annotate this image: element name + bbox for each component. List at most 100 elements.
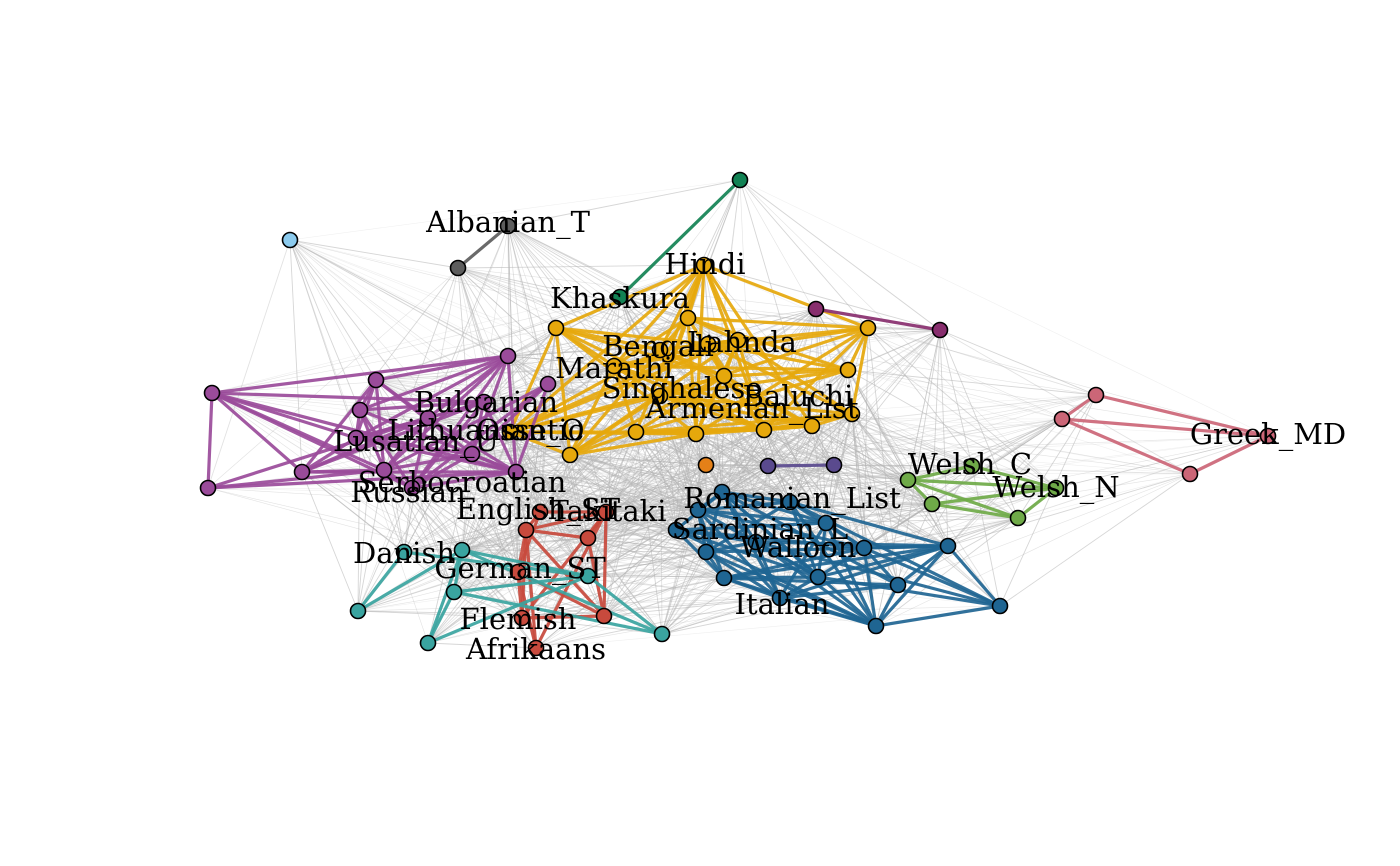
language-node[interactable] <box>395 543 413 561</box>
language-node[interactable] <box>531 503 549 521</box>
language-node[interactable] <box>1047 479 1065 497</box>
background-edge <box>403 511 541 553</box>
language-node[interactable] <box>755 421 773 439</box>
language-node[interactable] <box>699 335 717 353</box>
background-edge <box>509 431 835 466</box>
background-edge <box>535 584 899 649</box>
language-node[interactable] <box>475 393 493 411</box>
language-node[interactable] <box>605 357 623 375</box>
language-node[interactable] <box>1259 427 1277 445</box>
language-node[interactable] <box>809 568 827 586</box>
language-node[interactable] <box>715 367 733 385</box>
language-node[interactable] <box>517 521 535 539</box>
node-label: Italian <box>735 587 830 621</box>
background-edge <box>939 329 1191 475</box>
language-node[interactable] <box>281 231 299 249</box>
language-node[interactable] <box>939 537 957 555</box>
language-node[interactable] <box>501 423 519 441</box>
language-node[interactable] <box>695 256 713 274</box>
language-node[interactable] <box>843 405 861 423</box>
language-node[interactable] <box>759 457 777 475</box>
language-node[interactable] <box>539 375 557 393</box>
language-node[interactable] <box>963 457 981 475</box>
language-node[interactable] <box>715 569 733 587</box>
language-node[interactable] <box>199 479 217 497</box>
language-node[interactable] <box>513 609 531 627</box>
language-node[interactable] <box>923 495 941 513</box>
background-edge <box>403 551 523 619</box>
language-node[interactable] <box>375 461 393 479</box>
language-node[interactable] <box>419 409 437 427</box>
background-edge <box>211 392 663 635</box>
language-node[interactable] <box>449 259 467 277</box>
cluster-edge <box>524 510 608 532</box>
language-node[interactable] <box>825 456 843 474</box>
language-node[interactable] <box>445 583 463 601</box>
language-node[interactable] <box>839 361 857 379</box>
background-edge <box>847 369 1269 437</box>
language-node[interactable] <box>597 503 615 521</box>
language-node[interactable] <box>367 371 385 389</box>
language-node[interactable] <box>899 471 917 489</box>
cluster-edge <box>452 590 664 636</box>
cluster-edge <box>554 326 710 346</box>
language-node[interactable] <box>499 217 517 235</box>
language-node[interactable] <box>807 300 825 318</box>
language-node[interactable] <box>547 319 565 337</box>
language-node[interactable] <box>817 514 835 532</box>
language-node[interactable] <box>855 539 873 557</box>
language-node[interactable] <box>561 446 579 464</box>
language-node[interactable] <box>499 347 517 365</box>
language-node[interactable] <box>771 589 789 607</box>
language-node[interactable] <box>689 501 707 519</box>
language-node[interactable] <box>931 321 949 339</box>
language-node[interactable] <box>729 331 747 349</box>
language-node[interactable] <box>667 521 685 539</box>
language-node[interactable] <box>679 309 697 327</box>
cluster-edge <box>374 378 386 472</box>
language-node[interactable] <box>1053 410 1071 428</box>
background-edge <box>289 239 303 473</box>
language-node[interactable] <box>403 479 421 497</box>
language-node[interactable] <box>351 401 369 419</box>
language-node[interactable] <box>463 445 481 463</box>
language-node[interactable] <box>651 341 669 359</box>
language-node[interactable] <box>697 456 715 474</box>
language-node[interactable] <box>349 602 367 620</box>
language-node[interactable] <box>579 529 597 547</box>
language-node[interactable] <box>453 541 471 559</box>
language-node[interactable] <box>859 319 877 337</box>
language-node[interactable] <box>627 423 645 441</box>
language-node[interactable] <box>747 533 765 551</box>
background-edge <box>867 327 941 331</box>
language-node[interactable] <box>419 634 437 652</box>
language-node[interactable] <box>611 288 629 306</box>
language-node[interactable] <box>203 384 221 402</box>
language-node[interactable] <box>889 576 907 594</box>
language-node[interactable] <box>527 639 545 657</box>
language-node[interactable] <box>803 417 821 435</box>
language-node[interactable] <box>509 563 527 581</box>
language-node[interactable] <box>781 493 799 511</box>
language-node[interactable] <box>1087 386 1105 404</box>
language-node[interactable] <box>731 171 749 189</box>
language-node[interactable] <box>347 429 365 447</box>
language-node[interactable] <box>1181 465 1199 483</box>
cluster-edge <box>426 590 456 645</box>
cluster-edge <box>206 391 214 490</box>
language-node[interactable] <box>867 617 885 635</box>
language-node[interactable] <box>653 625 671 643</box>
language-node[interactable] <box>293 463 311 481</box>
language-node[interactable] <box>595 607 613 625</box>
background-edge <box>525 529 781 599</box>
cluster-edge <box>612 316 690 368</box>
language-node[interactable] <box>579 567 597 585</box>
language-node[interactable] <box>697 543 715 561</box>
cluster-edge <box>426 548 464 645</box>
language-node[interactable] <box>1009 509 1027 527</box>
language-node[interactable] <box>991 597 1009 615</box>
language-node[interactable] <box>687 425 705 443</box>
language-node[interactable] <box>507 463 525 481</box>
language-node[interactable] <box>713 483 731 501</box>
language-node[interactable] <box>651 387 669 405</box>
